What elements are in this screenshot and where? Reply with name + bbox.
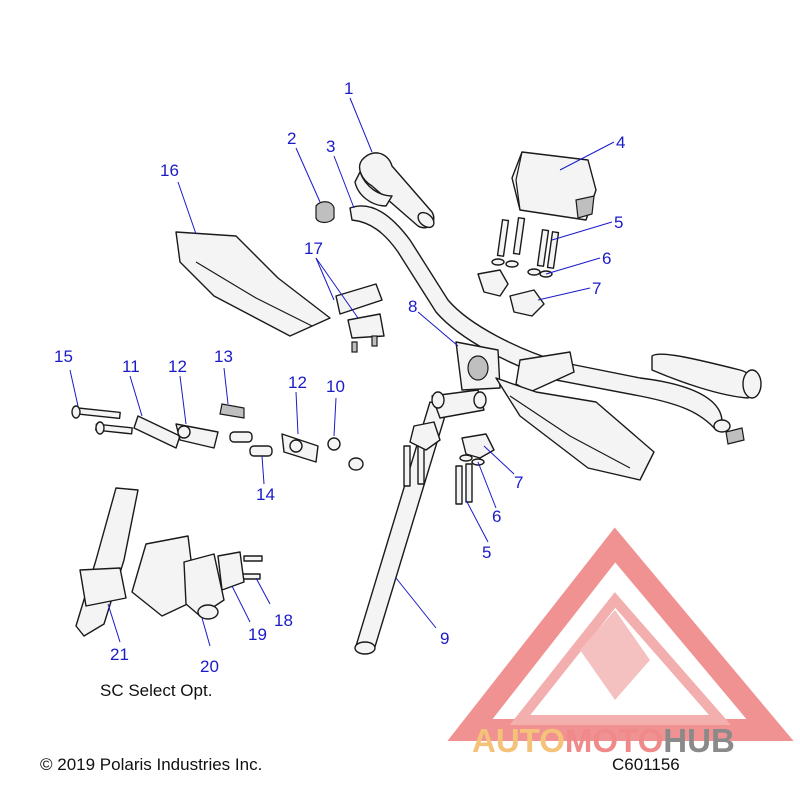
callout-21: 21	[110, 645, 129, 664]
part-bolts-upper	[496, 217, 560, 269]
part-handlebar	[349, 205, 762, 445]
part-bar-clamp	[455, 341, 575, 393]
part-handguard-left	[175, 231, 331, 337]
drawing-code: C601156	[612, 755, 680, 774]
part-clamps-lower	[409, 421, 495, 459]
callout-2: 2	[287, 129, 296, 148]
part-plug	[315, 201, 335, 224]
watermark-hub: HUB	[663, 722, 735, 759]
option-label: SC Select Opt.	[100, 681, 212, 700]
part-bolts-lower	[403, 443, 473, 505]
callout-14: 14	[256, 485, 275, 504]
part-grip-tube	[354, 152, 435, 229]
callout-8: 8	[408, 297, 417, 316]
part-mount-20	[131, 535, 225, 620]
callout-5: 5	[614, 213, 623, 232]
part-steering-post	[354, 389, 487, 655]
part-plate	[133, 415, 181, 449]
part-mount-right	[281, 433, 319, 463]
callout-1: 1	[344, 79, 353, 98]
callout-12-left: 12	[168, 357, 187, 376]
part-brackets	[335, 283, 385, 353]
callout-16: 16	[160, 161, 179, 180]
callout-3: 3	[326, 137, 335, 156]
watermark-auto: AUTO	[472, 722, 565, 759]
callout-6-lower: 6	[492, 507, 501, 526]
watermark-text: AUTOMOTOHUB	[472, 722, 735, 759]
part-handguard-right	[495, 377, 655, 481]
part-strap-21	[75, 487, 139, 637]
part-bushing	[219, 403, 245, 419]
part-clamps-upper	[477, 269, 545, 317]
callout-15: 15	[54, 347, 73, 366]
callout-20: 20	[200, 657, 219, 676]
callout-19: 19	[248, 625, 267, 644]
part-mount-left	[175, 423, 219, 449]
callout-7-lower: 7	[514, 473, 523, 492]
part-spacers	[229, 431, 273, 457]
callout-17: 17	[304, 239, 323, 258]
callout-11: 11	[122, 357, 140, 376]
callout-10: 10	[326, 377, 345, 396]
part-hardware-18	[241, 555, 263, 580]
watermark-logo	[447, 527, 794, 741]
leader-lines	[69, 97, 615, 647]
part-cover	[511, 151, 597, 221]
callout-18: 18	[274, 611, 293, 630]
copyright-text: © 2019 Polaris Industries Inc.	[40, 755, 262, 774]
callout-labels: 1 2 3 4 5 6 7 8 9 10 11 12 13 12 14 15 1…	[54, 79, 625, 676]
callout-4: 4	[616, 133, 625, 152]
part-nuts	[327, 437, 364, 471]
callout-12-right: 12	[288, 373, 307, 392]
callout-13: 13	[214, 347, 233, 366]
part-brackets-19	[217, 551, 245, 591]
callout-7: 7	[592, 279, 601, 298]
callout-5-lower: 5	[482, 543, 491, 562]
part-bolts-left	[71, 405, 133, 435]
watermark-moto: MOTO	[565, 722, 663, 759]
callout-6: 6	[602, 249, 611, 268]
callout-9: 9	[440, 629, 449, 648]
